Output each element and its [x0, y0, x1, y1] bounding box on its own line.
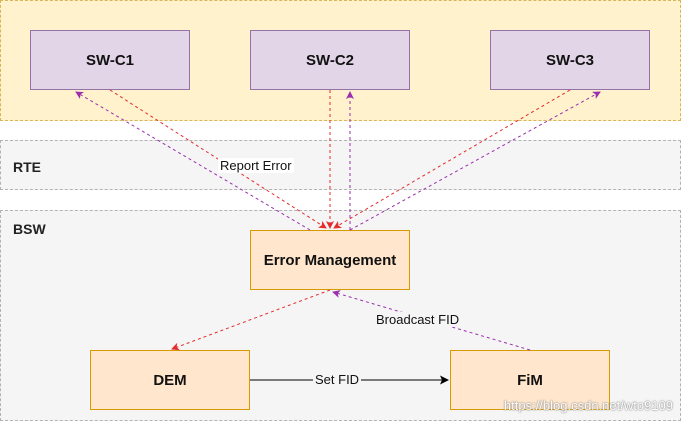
set-fid-label: Set FID: [313, 372, 362, 387]
rte-layer: RTE: [0, 140, 681, 190]
fim-label: FiM: [517, 371, 543, 389]
watermark-text: https://blog.csdn.net/wto9109: [503, 398, 673, 413]
error-management-box[interactable]: Error Management: [250, 230, 410, 290]
fim-box[interactable]: FiM: [450, 350, 610, 410]
dem-label: DEM: [153, 371, 187, 389]
report-arrow-swc3: [333, 89, 571, 229]
swc3-label: SW-C3: [545, 51, 595, 69]
report-error-label: Report Error: [218, 158, 294, 173]
broadcast-arrow-swc3: [349, 91, 601, 231]
dem-box[interactable]: DEM: [90, 350, 250, 410]
swc1-box[interactable]: SW-C1: [30, 30, 190, 90]
swc1-label: SW-C1: [85, 51, 135, 69]
bsw-layer-label: BSW: [13, 221, 46, 237]
error-management-label: Error Management: [263, 251, 397, 269]
report-arrow-dem: [171, 289, 331, 351]
rte-layer-label: RTE: [13, 159, 41, 175]
broadcast-fid-label: Broadcast FID: [374, 312, 462, 327]
swc2-label: SW-C2: [305, 51, 355, 69]
swc3-box[interactable]: SW-C3: [490, 30, 650, 90]
swc2-box[interactable]: SW-C2: [250, 30, 410, 90]
